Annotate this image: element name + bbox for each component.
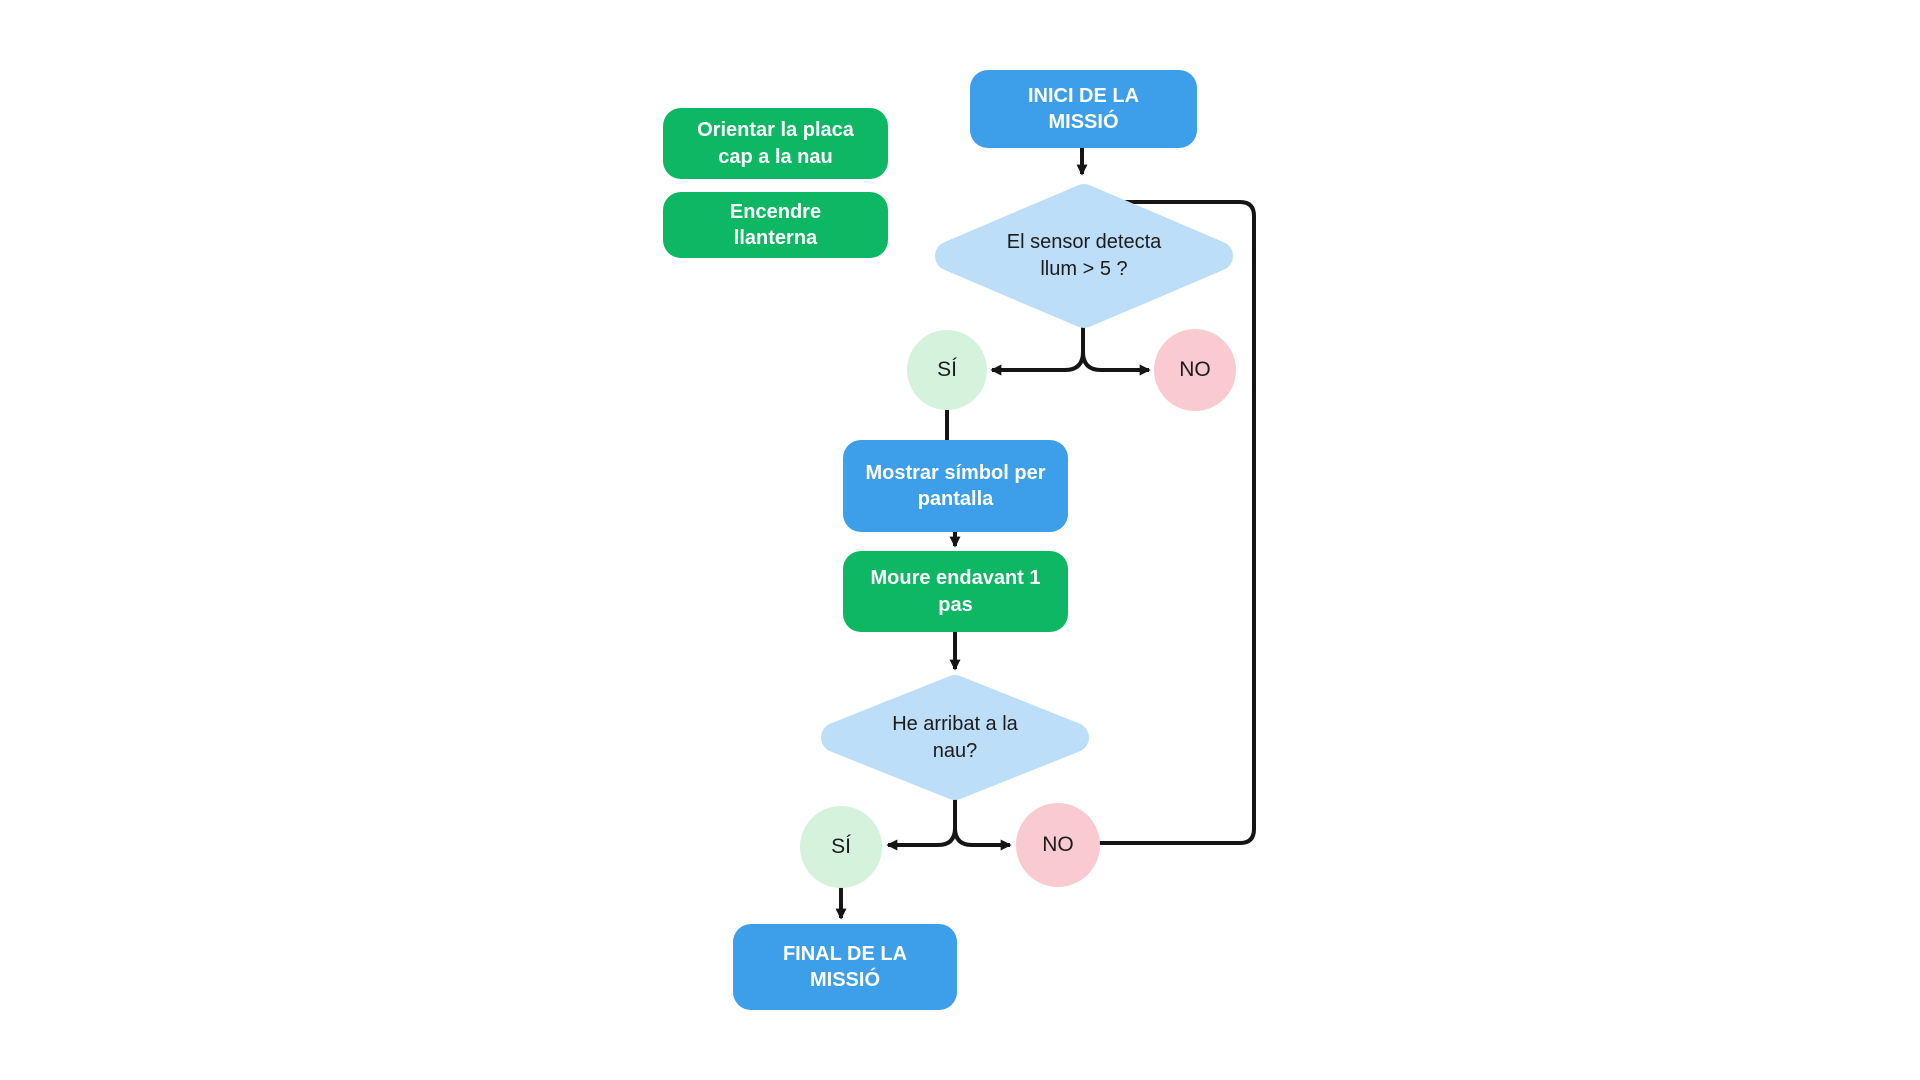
note-orientar-label: Orientar la placa cap a la nau bbox=[697, 119, 854, 168]
connector-no2-loop-to-decision1 bbox=[1098, 200, 1256, 845]
no2-node: NO bbox=[1016, 803, 1100, 887]
connector-decision1-to-no1 bbox=[1081, 351, 1151, 376]
yes2-node: SÍ bbox=[800, 806, 882, 888]
connector-decision2-to-no2 bbox=[953, 827, 1012, 851]
note-encendre-label: Encendre llanterna bbox=[729, 200, 822, 249]
note-encendre-box: Encendre llanterna bbox=[663, 192, 888, 258]
decision-arrived-node: He arribat a la nau? bbox=[820, 674, 1090, 801]
no2-label: NO bbox=[1042, 833, 1074, 857]
process-display-label: Mostrar símbol per pantalla bbox=[865, 461, 1046, 510]
process-move-node: Moure endavant 1 pas bbox=[843, 551, 1068, 632]
end-node-label: FINAL DE LA MISSIÓ bbox=[782, 942, 908, 991]
process-display-node: Mostrar símbol per pantalla bbox=[843, 440, 1068, 532]
process-move-label: Moure endavant 1 pas bbox=[870, 567, 1041, 616]
yes1-node: SÍ bbox=[907, 330, 987, 410]
decision-sensor-shape bbox=[935, 184, 1233, 328]
start-node-label: INICI DE LA MISSIÓ bbox=[1027, 84, 1140, 133]
decision-sensor-node: El sensor detecta llum > 5 ? bbox=[933, 182, 1235, 330]
no1-node: NO bbox=[1154, 329, 1236, 411]
yes2-label: SÍ bbox=[831, 835, 851, 859]
yes1-label: SÍ bbox=[937, 358, 957, 382]
decision-arrived-label: He arribat a la nau? bbox=[892, 712, 1018, 762]
start-node: INICI DE LA MISSIÓ bbox=[970, 70, 1197, 148]
decision-sensor-label: El sensor detecta llum > 5 ? bbox=[1006, 231, 1162, 280]
no1-label: NO bbox=[1179, 358, 1211, 382]
decision-arrived-shape bbox=[821, 675, 1089, 800]
note-orientar-box: Orientar la placa cap a la nau bbox=[663, 108, 888, 179]
end-node: FINAL DE LA MISSIÓ bbox=[733, 924, 957, 1010]
